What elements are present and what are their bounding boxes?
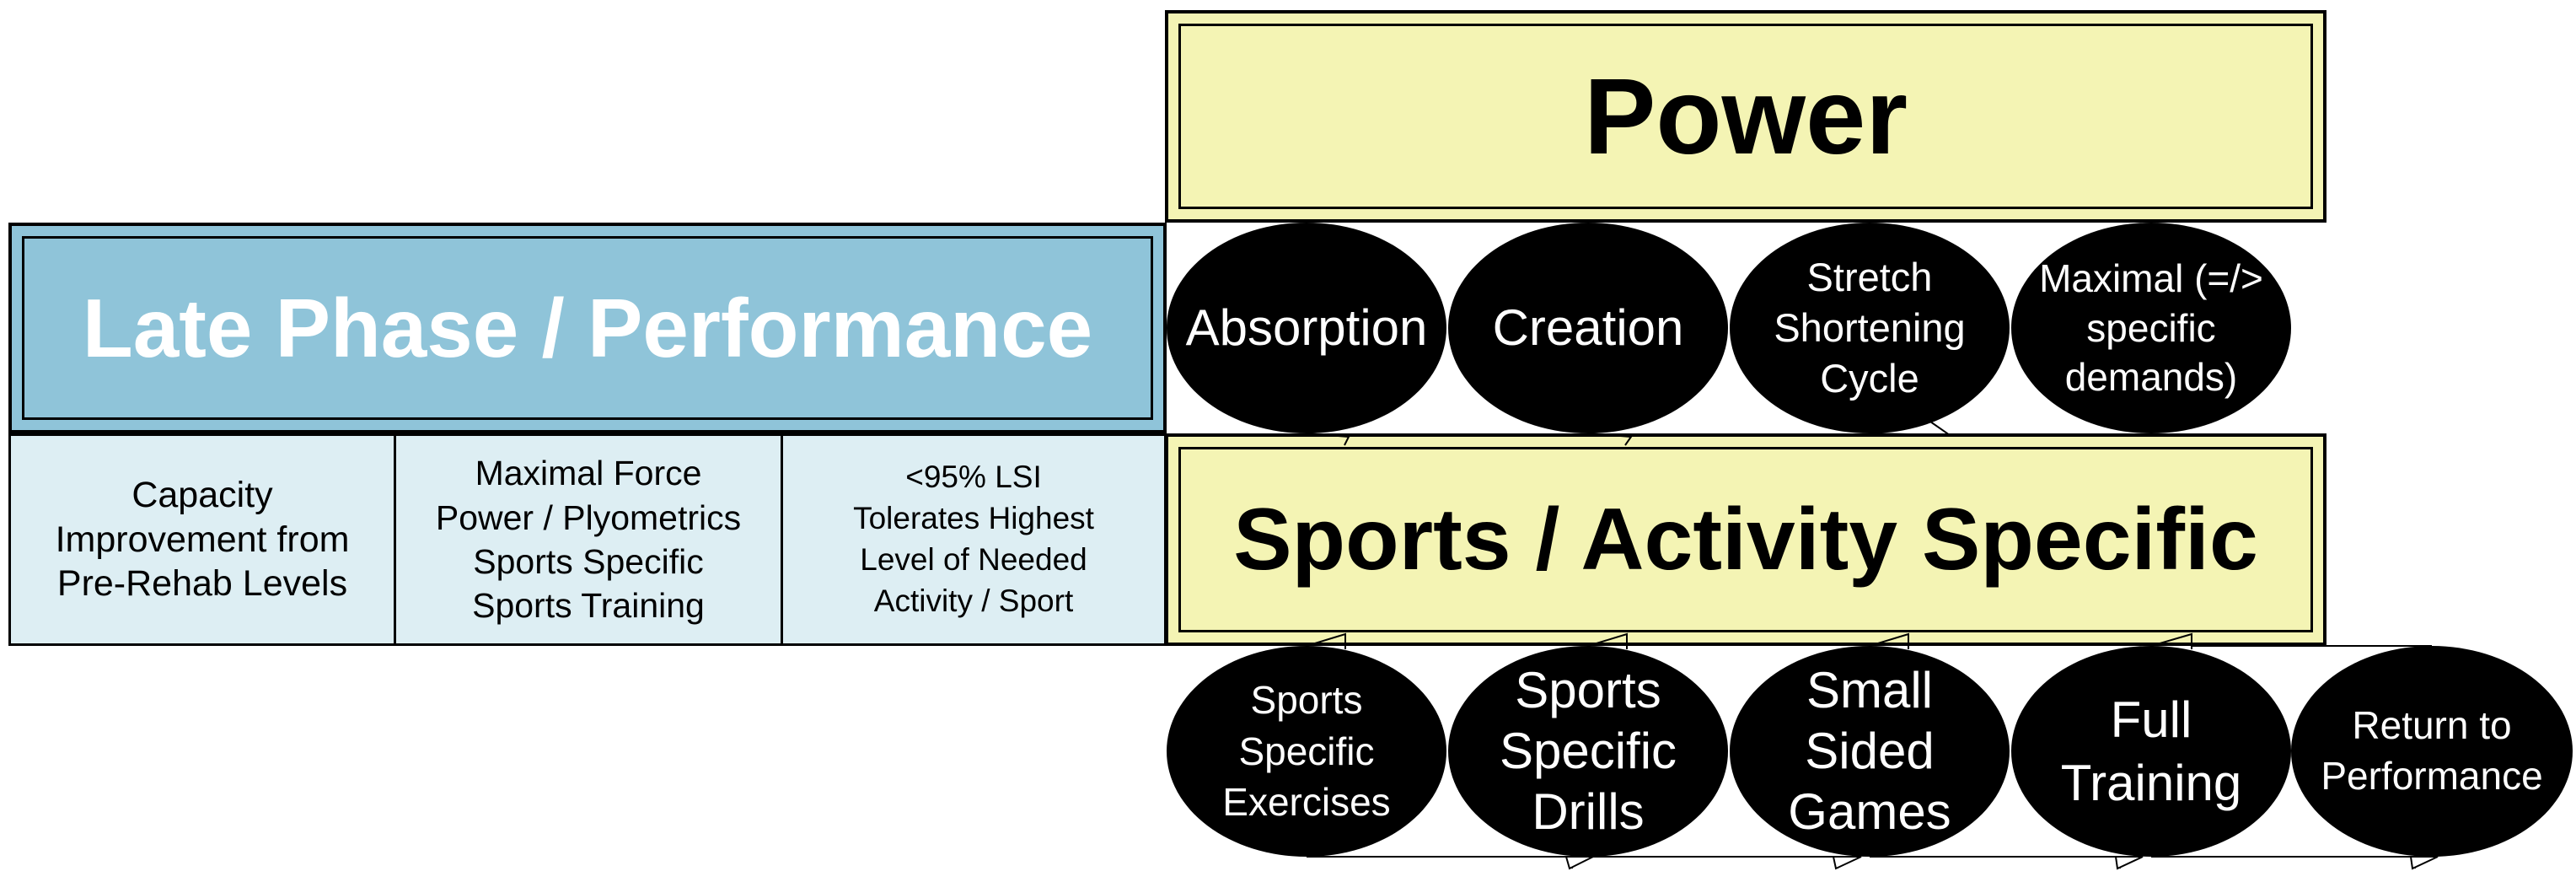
full-training-oval: Full Training (2011, 646, 2291, 857)
sports-specific-drills-oval: Sports Specific Drills (1448, 646, 1728, 857)
capacity-cell: Capacity Improvement from Pre-Rehab Leve… (8, 433, 396, 646)
late-phase-header-inner-frame: Late Phase / Performance (22, 236, 1153, 420)
connector-row2-top-2 (1587, 632, 1628, 649)
connector-row2-top-4 (2150, 632, 2192, 649)
absorption-oval: Absorption (1167, 223, 1446, 433)
stretch-shortening-cycle-oval: Stretch Shortening Cycle (1730, 223, 2010, 433)
late-phase-header-box: Late Phase / Performance (8, 223, 1167, 433)
small-sided-games-oval: Small Sided Games (1730, 646, 2010, 857)
power-header-inner-frame: Power (1178, 24, 2313, 209)
connector-row1-2 (1587, 433, 1633, 446)
creation-oval: Creation (1448, 223, 1728, 433)
connector-row2-top-1 (1306, 632, 1346, 649)
sports-specific-header-inner-frame: Sports / Activity Specific (1178, 447, 2313, 632)
connector-row2-bottom-1 (1307, 856, 1573, 869)
sports-specific-exercises-oval: Sports Specific Exercises (1167, 646, 1446, 857)
arrow-tip-4 (2409, 856, 2439, 870)
connector-row2-bottom-4 (2151, 856, 2416, 869)
connector-row1-3 (1869, 421, 1953, 437)
arrow-tip-2 (1832, 856, 1862, 870)
connector-row2-top-3 (1869, 632, 1909, 649)
sports-specific-header-box: Sports / Activity Specific (1165, 433, 2326, 646)
maximal-force-cell: Maximal Force Power / Plyometrics Sports… (394, 433, 783, 646)
connector-row1-1 (1306, 433, 1350, 446)
late-phase-title: Late Phase / Performance (82, 281, 1093, 374)
power-title: Power (1583, 56, 1908, 177)
arrow-tip-3 (2114, 856, 2144, 870)
return-to-performance-oval: Return to Performance (2291, 646, 2573, 857)
sports-specific-title: Sports / Activity Specific (1233, 490, 2258, 589)
connector-row2-bottom-3 (1870, 856, 2121, 869)
connector-row2-bottom-2 (1588, 856, 1838, 869)
maximal-demands-oval: Maximal (=/> specific demands) (2011, 223, 2291, 433)
lsi-cell: <95% LSI Tolerates Highest Level of Need… (781, 433, 1167, 646)
arrow-tip-1 (1564, 856, 1594, 870)
power-header-box: Power (1165, 10, 2326, 223)
